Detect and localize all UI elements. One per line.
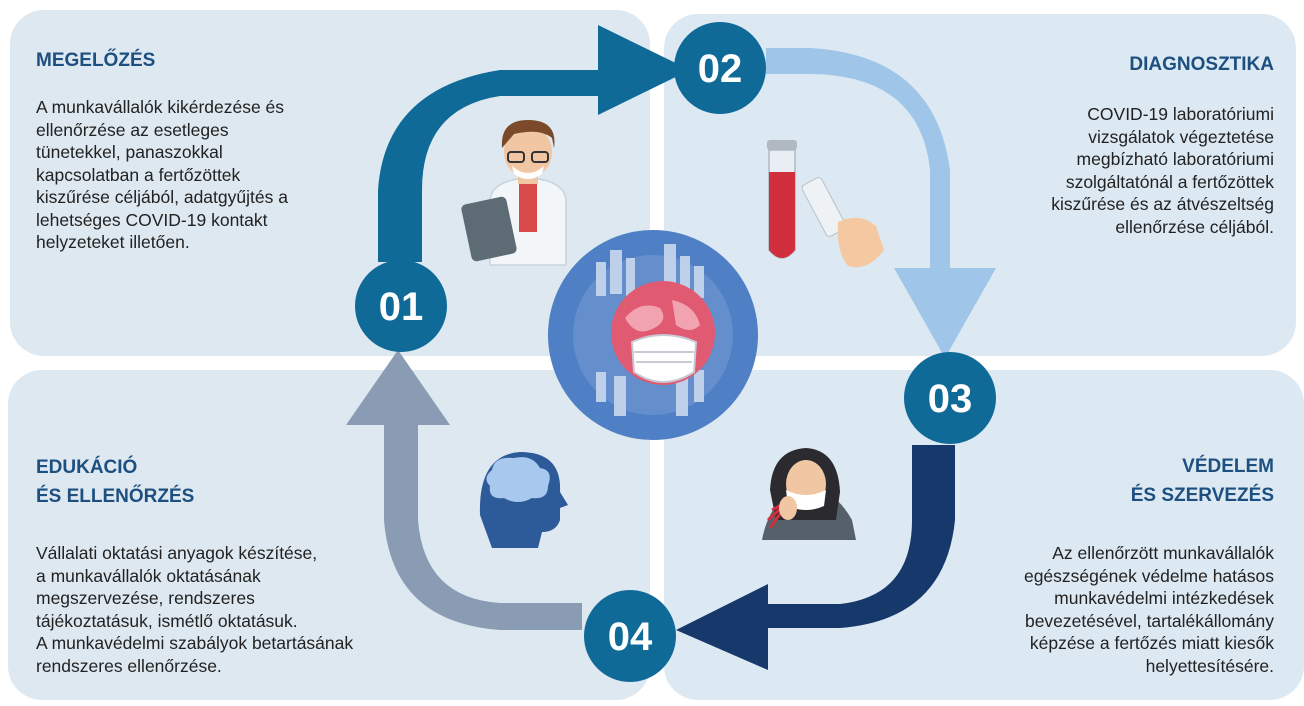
test-tube-swab-icon: [767, 140, 884, 268]
step-circle-04: 04: [584, 590, 676, 682]
panel-education: [8, 370, 650, 700]
masked-woman-coughing-icon: [762, 448, 856, 540]
body-line: megszervezése, rendszeres: [36, 588, 255, 608]
body-line: kapcsolatban a fertőzöttek: [36, 164, 241, 185]
title-line: DIAGNOSZTIKA: [1129, 54, 1274, 75]
step-body-protection: Az ellenőrzött munkavállalók egészségéne…: [1024, 542, 1274, 677]
masked-globe-icon: [548, 230, 758, 440]
body-line: egészségének védelme hatásos: [1023, 565, 1274, 586]
step-body-education: Vállalati oktatási anyagok készítése, a …: [36, 542, 353, 677]
body-line: kiszűrése céljából, adatgyűjtés a: [36, 187, 288, 207]
body-line: tünetekkel, panaszokkal: [36, 142, 223, 162]
body-line: bevezetésével, tartalékállomány: [1024, 610, 1274, 631]
cycle-arrow-4: [346, 350, 582, 630]
body-line: vizsgálatok végeztetése: [1088, 126, 1274, 147]
body-line: szolgáltatónál a fertőzöttek: [1065, 171, 1274, 192]
body-line: Vállalati oktatási anyagok készítése,: [36, 543, 318, 563]
step-number: 04: [608, 615, 653, 659]
title-line: EDUKÁCIÓ: [36, 457, 138, 478]
step-body-diagnostics: COVID-19 laboratóriumi vizsgálatok végez…: [1051, 103, 1274, 238]
step-circle-03: 03: [904, 352, 996, 444]
body-line: a munkavállalók oktatásának: [36, 565, 261, 586]
title-line: ÉS ELLENŐRZÉS: [36, 486, 195, 507]
body-line: COVID-19 laboratóriumi: [1087, 104, 1274, 124]
body-line: ellenőrzése az esetleges: [36, 119, 229, 140]
step-number: 02: [698, 47, 743, 91]
head-brain-icon: [479, 452, 568, 548]
body-line: helyettesítésére.: [1145, 655, 1274, 676]
step-circle-01: 01: [355, 260, 447, 352]
body-line: helyzeteket illetően.: [36, 232, 190, 252]
cycle-arrow-1: [378, 25, 690, 262]
body-line: A munkavédelmi szabályok betartásának: [36, 633, 354, 653]
cycle-arrow-2: [766, 48, 996, 358]
body-line: A munkavállalók kikérdezése és: [36, 97, 285, 117]
body-line: megbízható laboratóriumi: [1076, 149, 1274, 169]
step-title-protection: VÉDELEM ÉS SZERVEZÉS: [1131, 452, 1274, 510]
doctor-clipboard-icon: [461, 120, 567, 266]
body-line: kiszűrése és az átvészeltség: [1051, 194, 1274, 214]
body-line: tájékoztatásuk, ismétlő oktatásuk.: [36, 610, 298, 631]
body-line: munkavédelmi intézkedések: [1054, 588, 1274, 608]
step-title-prevention: MEGELŐZÉS: [36, 46, 155, 75]
body-line: Az ellenőrzött munkavállalók: [1052, 543, 1274, 563]
body-line: képzése a fertőzés miatt kiesők: [1029, 633, 1274, 653]
step-title-education: EDUKÁCIÓ ÉS ELLENŐRZÉS: [36, 453, 194, 511]
title-line: VÉDELEM: [1182, 456, 1274, 477]
step-body-prevention: A munkavállalók kikérdezése és ellenőrzé…: [36, 96, 288, 254]
title-line: ÉS SZERVEZÉS: [1130, 485, 1274, 506]
step-title-diagnostics: DIAGNOSZTIKA: [1129, 50, 1274, 79]
body-line: lehetséges COVID-19 kontakt: [36, 209, 268, 230]
body-line: rendszeres ellenőrzése.: [36, 655, 222, 676]
step-circle-02: 02: [674, 22, 766, 114]
title-line: MEGELŐZÉS: [36, 50, 156, 71]
body-line: ellenőrzése céljából.: [1115, 216, 1274, 237]
step-number: 01: [379, 285, 424, 329]
cycle-arrow-3: [676, 445, 955, 670]
step-number: 03: [928, 377, 973, 421]
